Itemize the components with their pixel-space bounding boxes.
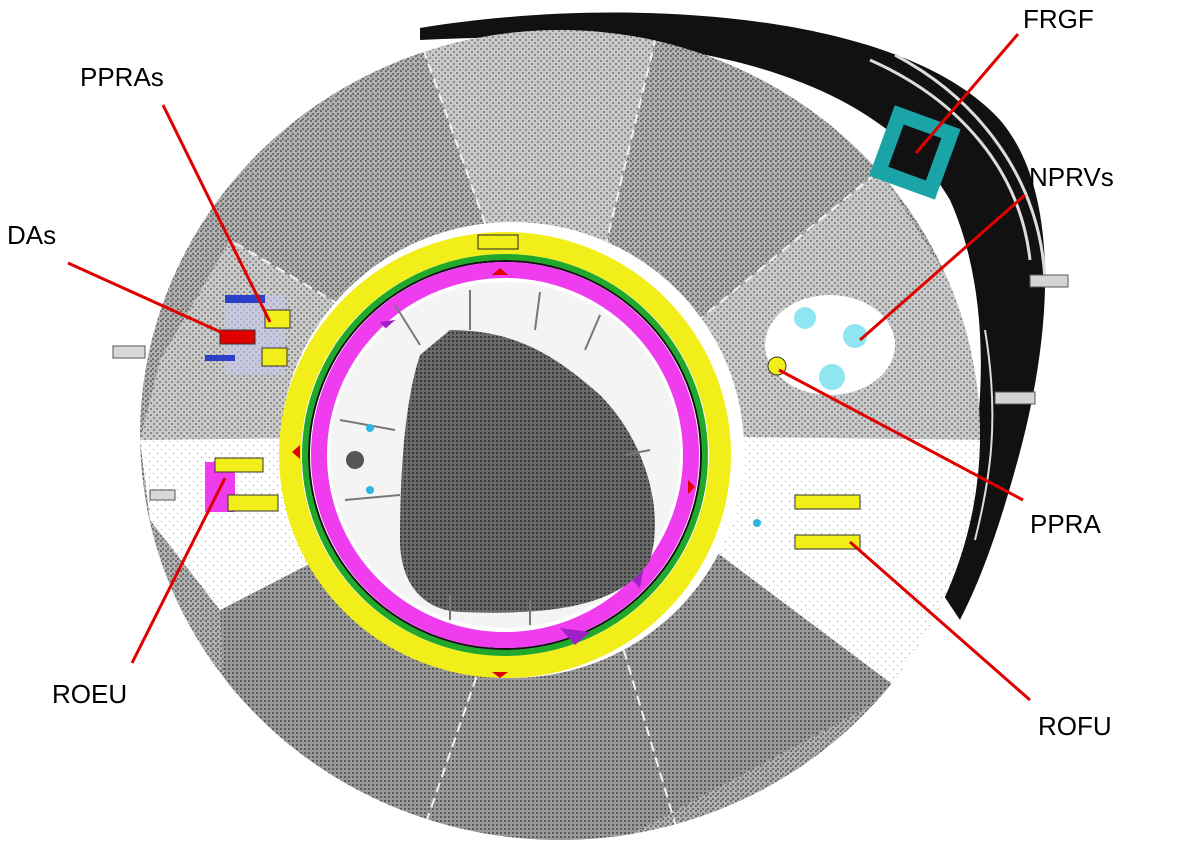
das-cluster — [205, 295, 291, 375]
rofu-handles — [753, 494, 861, 550]
leader-das — [67, 261, 237, 341]
roeu-cluster — [205, 457, 279, 512]
leader-ppra — [778, 368, 1024, 502]
hatch-rim — [420, 12, 1069, 620]
leader-nprvs — [859, 193, 1026, 342]
hatch-opening — [330, 282, 680, 628]
leader-ppras — [161, 104, 272, 323]
leader-rofu — [849, 540, 1031, 702]
label-frgf: FRGF — [1023, 4, 1094, 34]
leader-lines — [67, 33, 1031, 702]
label-ppras: PPRAs — [80, 62, 164, 92]
label-ppra: PPRA — [1030, 509, 1101, 539]
nprv-plate — [765, 295, 895, 395]
leader-roeu — [130, 477, 227, 664]
label-nprvs: NPRVs — [1029, 162, 1114, 192]
label-roeu: ROEU — [52, 679, 127, 709]
label-rofu: ROFU — [1038, 711, 1112, 741]
label-das: DAs — [7, 220, 56, 250]
leader-frgf — [914, 33, 1020, 154]
hatch-ring — [279, 232, 731, 678]
